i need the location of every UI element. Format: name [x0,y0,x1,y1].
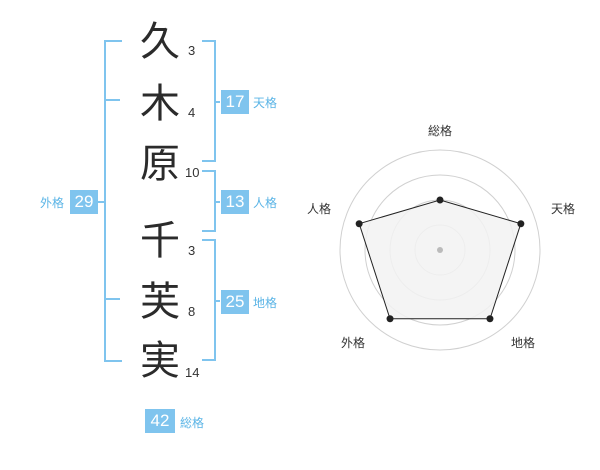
gaikaku-value-badge: 29 [70,190,98,214]
name-char-5: 芙 [140,279,180,325]
radar-axis-label-soukaku: 総格 [428,123,452,138]
name-char-2: 木 [140,81,180,127]
radar-axis-label-chikaku: 地格 [511,335,535,350]
jinkaku-label: 人格 [253,196,278,210]
radar-axis-label-gaikaku: 外格 [341,335,365,350]
radar-point-0 [436,196,444,204]
jinkaku-connector [214,201,220,203]
name-char-6: 実 [140,338,180,384]
chikaku-connector [214,300,220,302]
gaikaku-label: 外格 [40,196,65,210]
radar-point-3 [386,315,394,323]
stroke-count-4: 3 [188,243,196,258]
radar-data-polygon [358,199,522,320]
stroke-count-2: 4 [188,105,196,120]
radar-point-2 [486,315,494,323]
tenkaku-value-badge: 17 [221,90,249,114]
gaikaku-bracket-tick [106,298,120,300]
gaikaku-bracket-tick [106,99,120,101]
stroke-count-1: 3 [188,43,196,58]
stroke-count-5: 8 [188,304,196,319]
radar-ring [364,174,516,326]
stroke-count-6: 14 [185,365,200,380]
chikaku-value-badge: 25 [221,290,249,314]
name-char-1: 久 [140,19,180,65]
gaikaku-connector [98,201,106,203]
radar-center-dot [437,247,443,253]
stroke-count-3: 10 [185,165,200,180]
soukaku-label: 総格 [180,416,205,430]
radar-axis-label-tenkaku: 天格 [551,201,575,216]
name-char-4: 千 [140,218,180,264]
jinkaku-value-badge: 13 [221,190,249,214]
soukaku-value-badge: 42 [145,409,175,433]
tenkaku-connector [214,101,220,103]
tenkaku-label: 天格 [253,96,278,110]
radar-ring [339,149,541,351]
chikaku-label: 地格 [253,296,278,310]
radar-axis-label-jinkaku: 人格 [307,201,331,216]
radar-data-points [355,196,525,323]
name-char-3: 原 [140,141,180,187]
radar-point-4 [355,220,363,228]
radar-point-1 [517,220,525,228]
